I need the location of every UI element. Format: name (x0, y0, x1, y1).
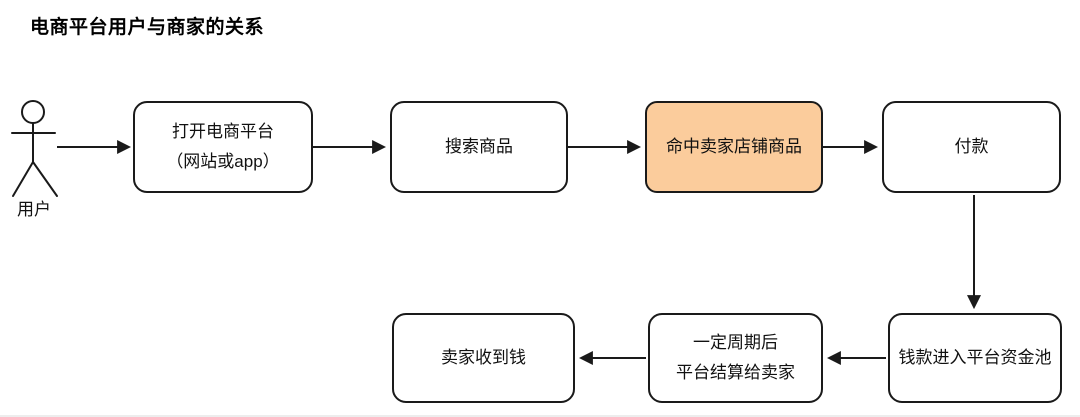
node-label-line: 卖家收到钱 (441, 348, 526, 368)
node-periodic-settlement: 一定周期后 平台结算给卖家 (648, 313, 823, 403)
node-funds-into-platform-pool: 钱款进入平台资金池 (888, 313, 1062, 403)
node-label-line: 钱款进入平台资金池 (898, 348, 1052, 368)
node-seller-receives-money: 卖家收到钱 (392, 313, 575, 403)
node-hit-seller-shop-product: 命中卖家店铺商品 (645, 101, 823, 193)
node-label-line: 搜索商品 (445, 137, 513, 157)
node-label-line: 命中卖家店铺商品 (666, 137, 802, 157)
actor-user-label: 用户 (17, 200, 51, 219)
node-label-line: 平台结算给卖家 (676, 363, 795, 382)
node-label-line: （网站或app） (166, 152, 280, 171)
user-actor-icon (11, 100, 58, 197)
diagram-title: 电商平台用户与商家的关系 (30, 17, 265, 38)
node-label-line: 打开电商平台 (172, 122, 274, 142)
node-label-line: 付款 (954, 137, 989, 157)
node-pay: 付款 (882, 101, 1061, 193)
node-search-product: 搜索商品 (390, 101, 568, 193)
node-open-platform: 打开电商平台 （网站或app） (133, 101, 313, 193)
node-label-line: 一定周期后 (693, 333, 778, 353)
